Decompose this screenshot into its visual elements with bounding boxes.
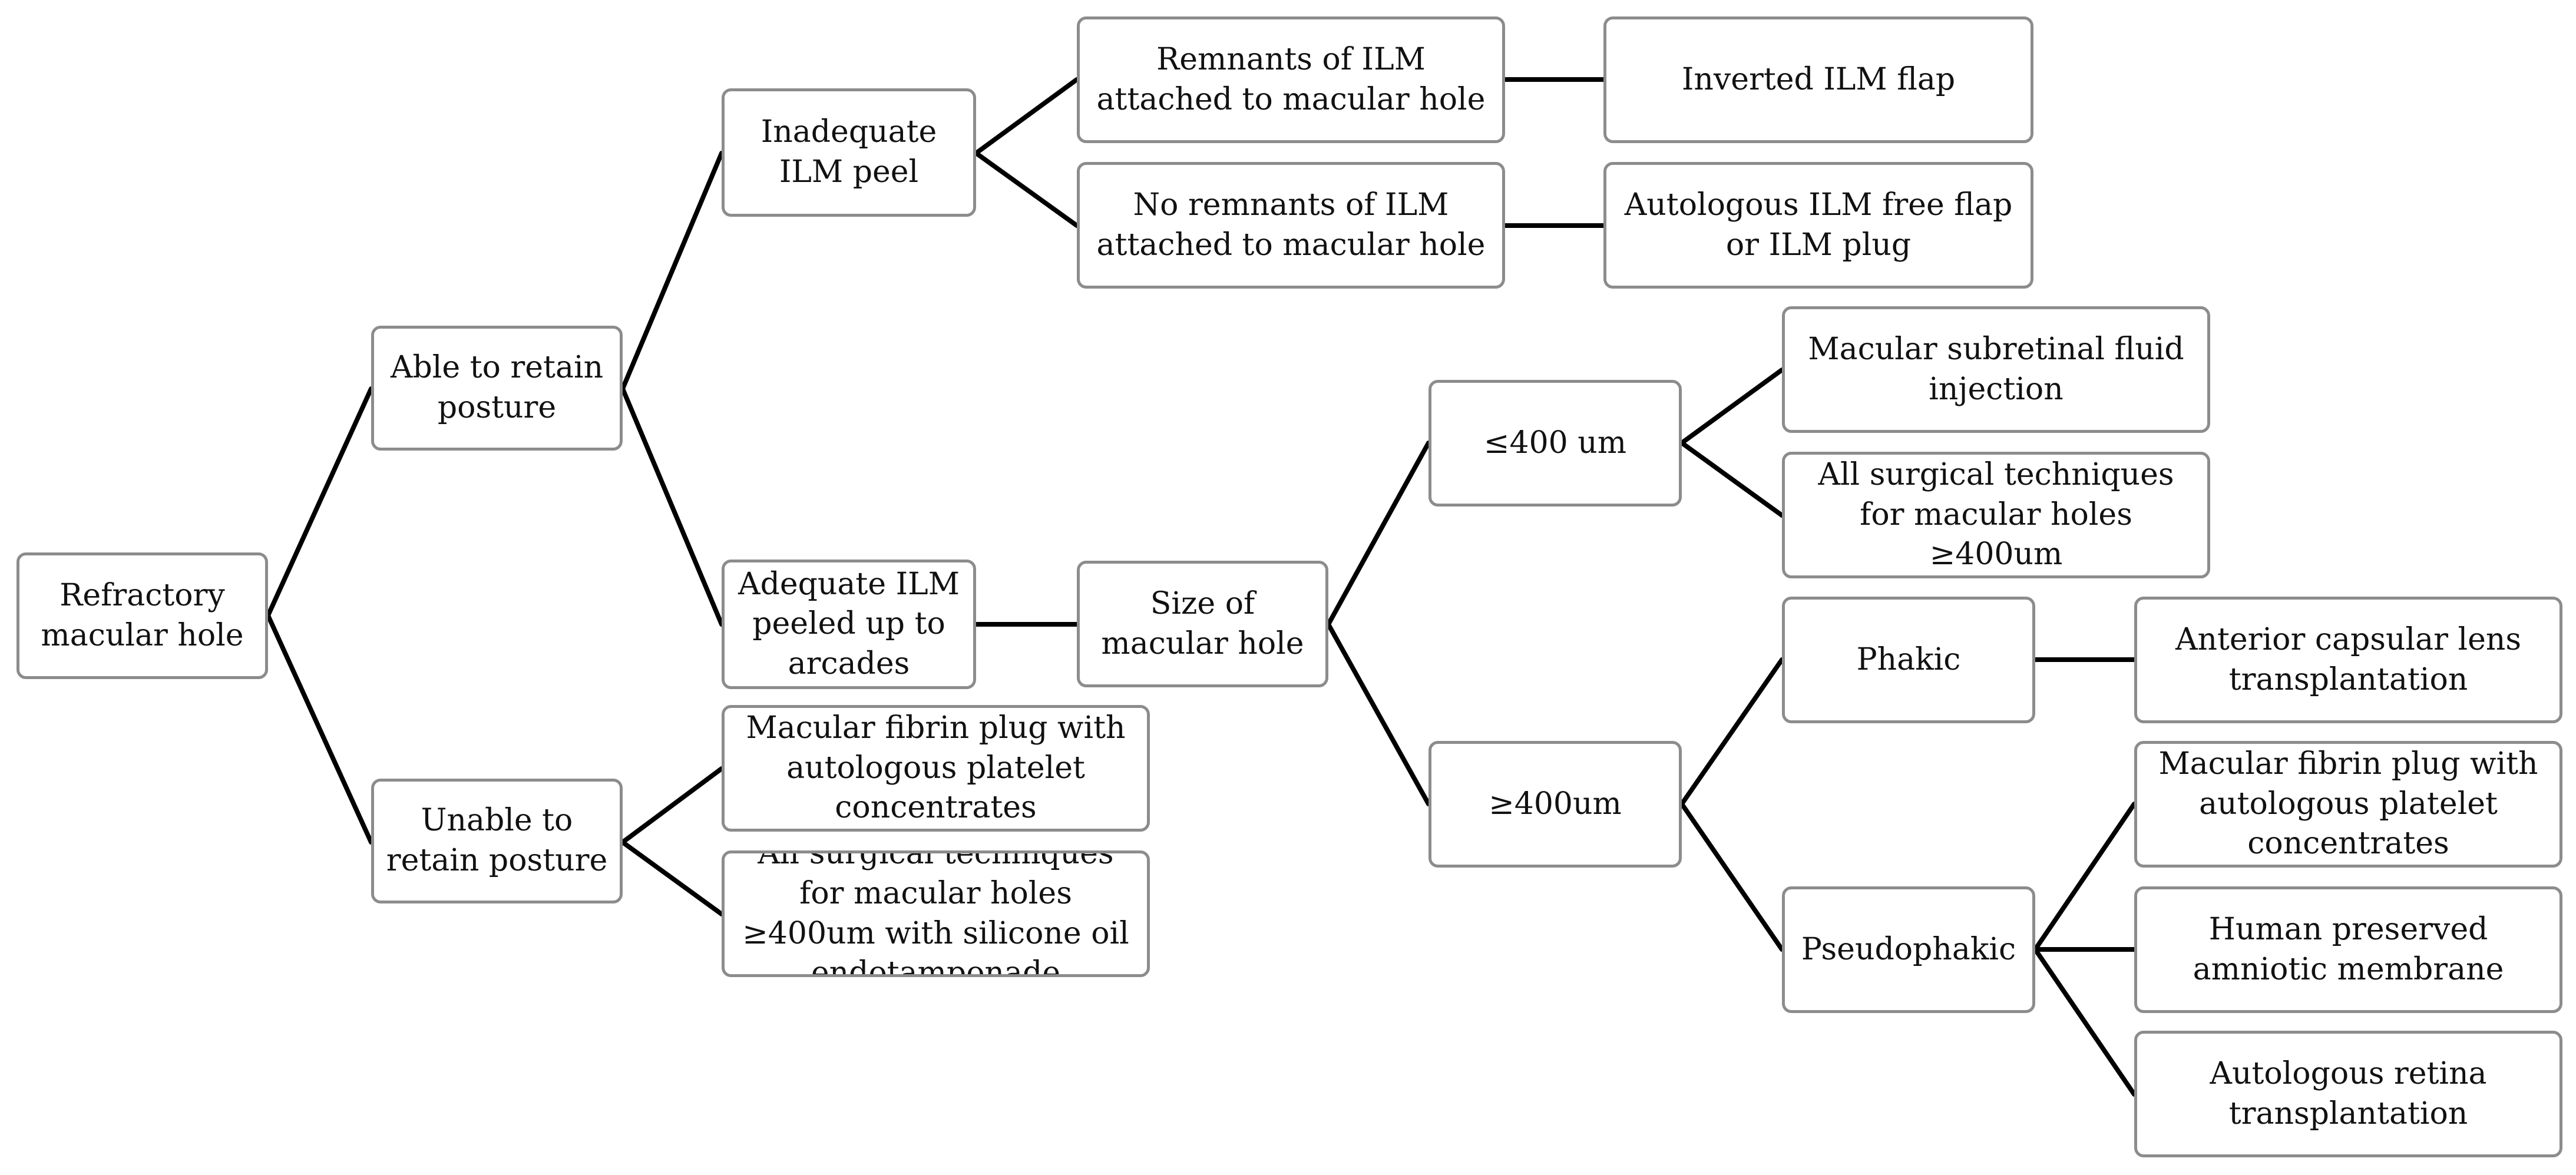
node-no-remnants-of-ilm: No remnants of ILM attached to macular h… xyxy=(1077,162,1505,289)
edge-inadequate-no-remnants xyxy=(974,151,1079,228)
edge-refractory-able xyxy=(266,386,373,618)
node-adequate-ilm-peeled: Adequate ILM peeled up to arcades xyxy=(722,560,976,689)
edge-able-inadequate xyxy=(620,151,724,391)
edge-pseudophakic-fibrin xyxy=(2033,802,2137,952)
edge-le400-all-techniques xyxy=(1679,441,1784,518)
node-pseudophakic: Pseudophakic xyxy=(1782,886,2035,1013)
node-inverted-ilm-flap: Inverted ILM flap xyxy=(1603,16,2033,143)
node-le400-um: ≤400 um xyxy=(1428,380,1682,507)
node-autologous-ilm-free-flap: Autologous ILM free flap or ILM plug xyxy=(1603,162,2033,289)
node-inadequate-ilm-peel: Inadequate ILM peel xyxy=(722,88,976,217)
node-human-preserved-amniotic-membrane: Human preserved amniotic membrane xyxy=(2134,886,2562,1013)
node-anterior-capsular-lens-transplantation: Anterior capsular lens transplantation xyxy=(2134,597,2562,723)
edge-ge400-phakic xyxy=(1679,657,1784,806)
node-macular-subretinal-fluid-injection: Macular subretinal fluid injection xyxy=(1782,306,2210,433)
node-macular-fibrin-plug-unable: Macular fibrin plug with autologous plat… xyxy=(722,705,1150,832)
edge-size-ge400 xyxy=(1326,622,1431,806)
node-size-of-macular-hole: Size of macular hole xyxy=(1077,561,1328,687)
edge-unable-silicone xyxy=(620,840,724,916)
node-unable-to-retain-posture: Unable to retain posture xyxy=(371,779,623,903)
node-remnants-of-ilm: Remnants of ILM attached to macular hole xyxy=(1077,16,1505,143)
node-phakic: Phakic xyxy=(1782,597,2035,723)
node-refractory-macular-hole: Refractory macular hole xyxy=(16,552,268,679)
edge-unable-fibrin xyxy=(620,766,724,845)
edge-pseudophakic-retina xyxy=(2033,947,2137,1097)
node-all-techniques-silicone-oil: All surgical techniques for macular hole… xyxy=(722,850,1150,977)
edge-inadequate-remnants xyxy=(974,77,1079,155)
node-all-surgical-techniques-ge400: All surgical techniques for macular hole… xyxy=(1782,452,2210,578)
edge-le400-subretinal xyxy=(1679,368,1784,445)
edge-refractory-unable xyxy=(266,613,373,845)
node-able-to-retain-posture: Able to retain posture xyxy=(371,326,623,451)
node-macular-fibrin-plug-pseudophakic: Macular fibrin plug with autologous plat… xyxy=(2134,741,2562,868)
edge-ge400-pseudophakic xyxy=(1679,802,1784,952)
edge-able-adequate xyxy=(620,386,724,627)
node-autologous-retina-transplantation: Autologous retina transplantation xyxy=(2134,1031,2562,1157)
node-ge400-um: ≥400um xyxy=(1428,741,1682,868)
edge-size-le400 xyxy=(1326,441,1431,627)
